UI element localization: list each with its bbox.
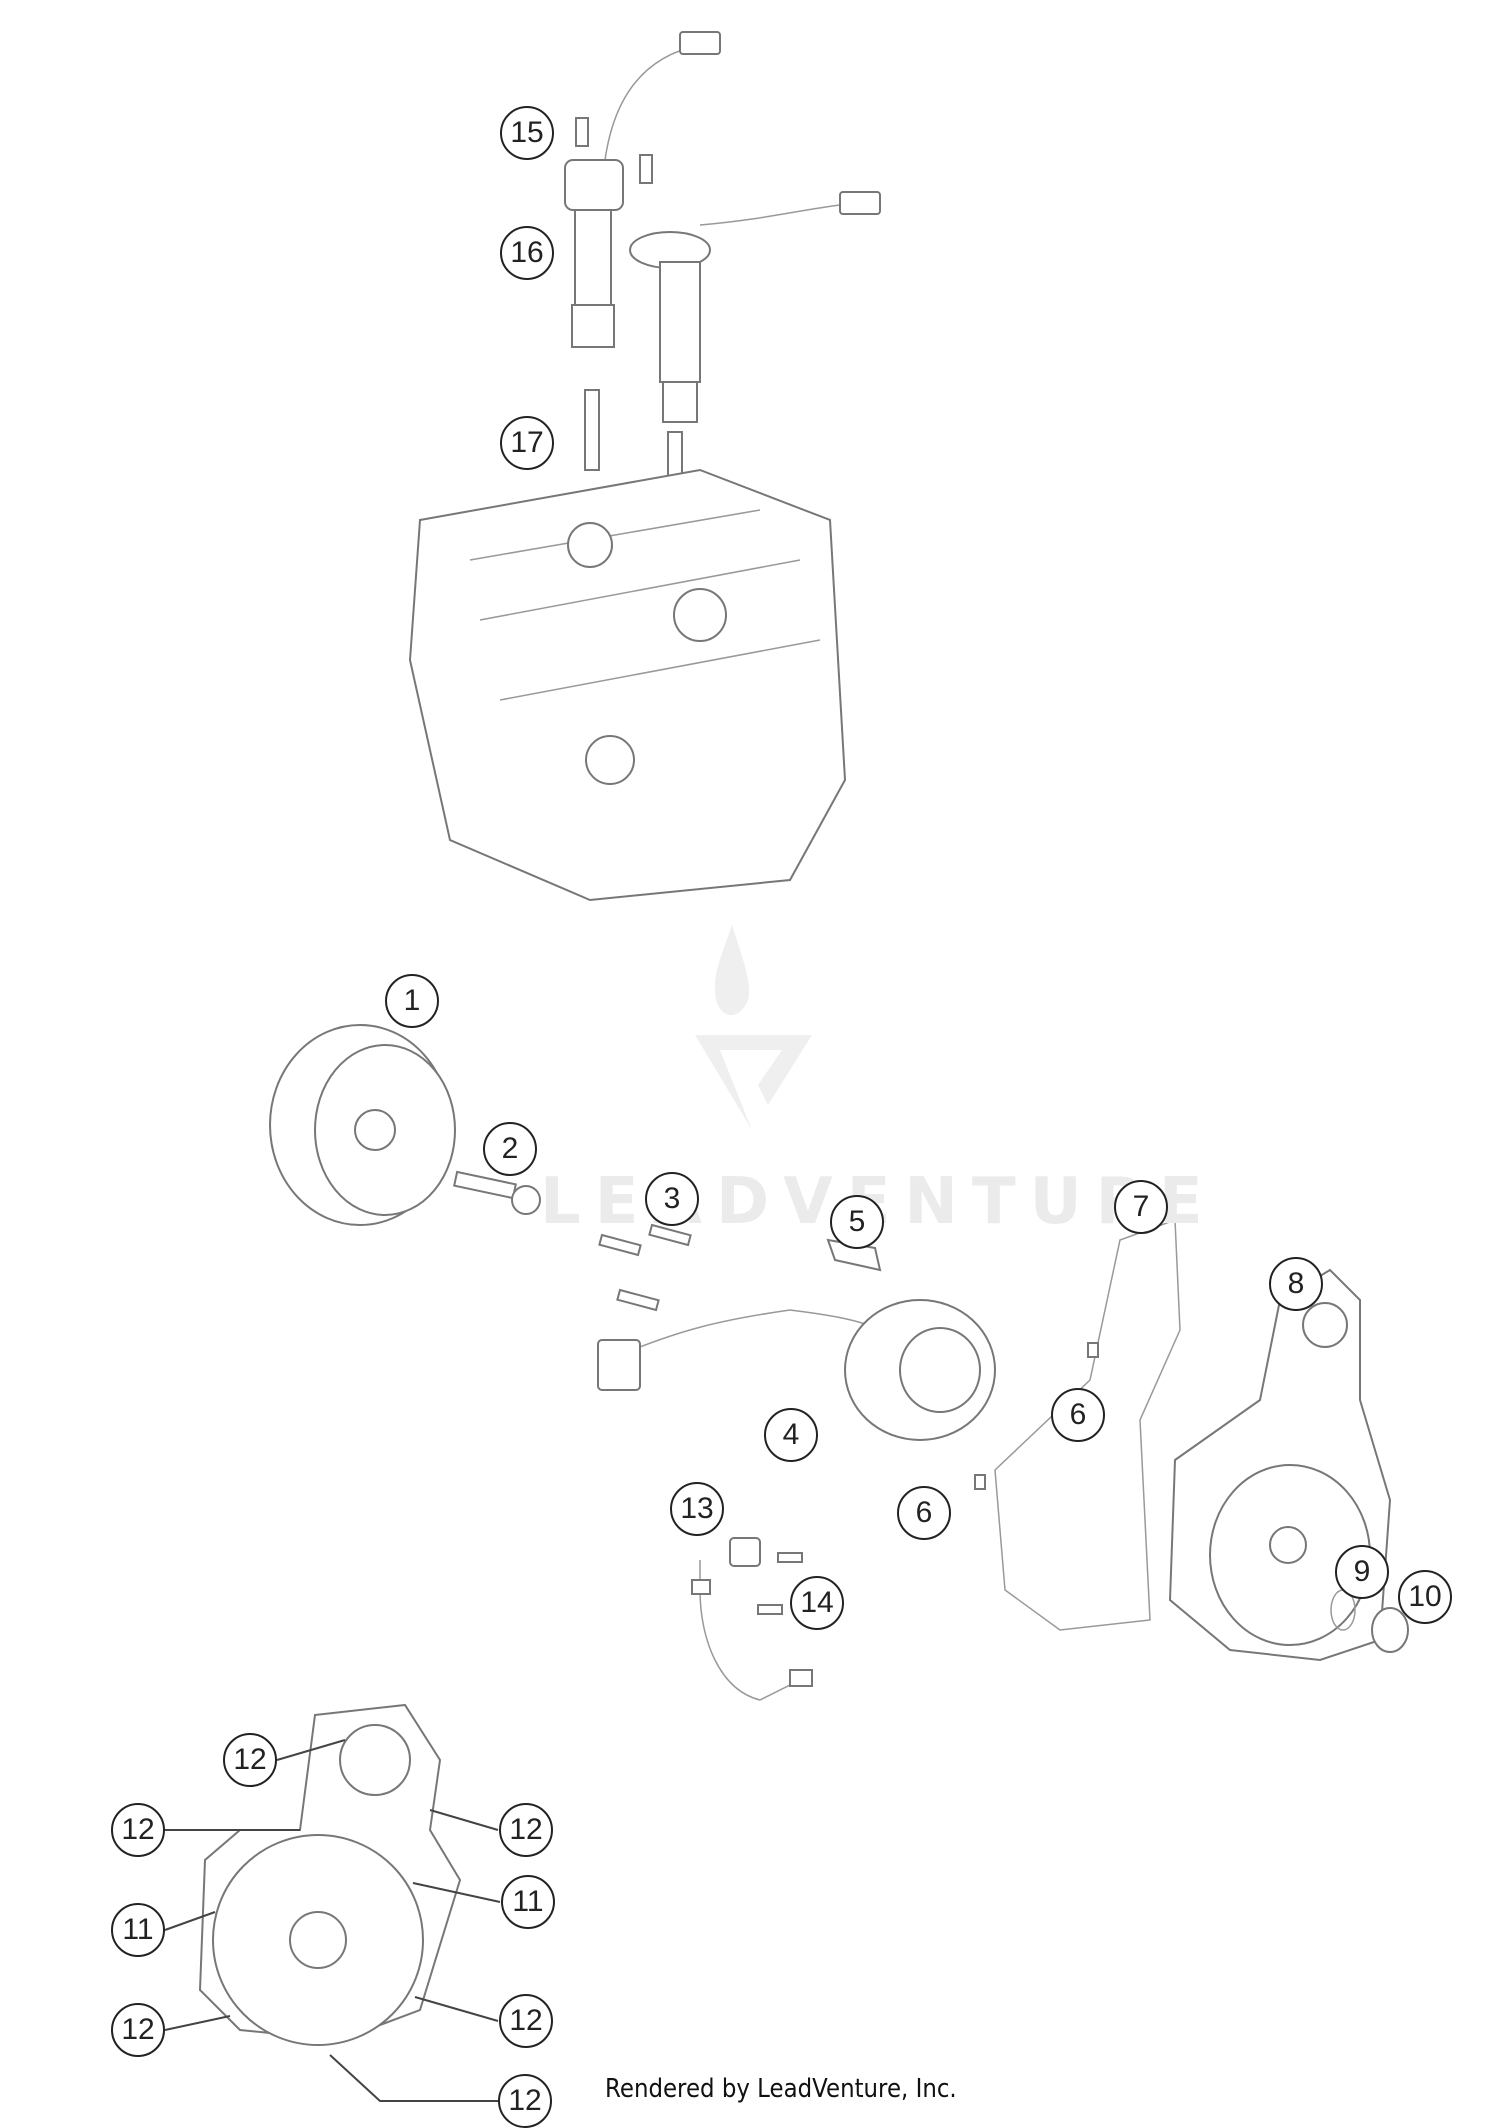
callout-3[interactable]: 3 [645,1172,699,1226]
cylinder-head [408,468,847,902]
render-credit: Rendered by LeadVenture, Inc. [605,2074,957,2104]
callout-16[interactable]: 16 [500,226,554,280]
callout-17[interactable]: 17 [500,416,554,470]
stator-bolts[interactable] [598,1223,692,1312]
callout-12[interactable]: 12 [111,2003,165,2057]
callout-1[interactable]: 1 [385,974,439,1028]
generator-cover[interactable] [1168,1268,1392,1662]
callout-2[interactable]: 2 [483,1122,537,1176]
callout-7[interactable]: 7 [1114,1180,1168,1234]
crank-position-sensor[interactable] [691,1537,813,1701]
callout-12[interactable]: 12 [499,1803,553,1857]
callout-12[interactable]: 12 [111,1803,165,1857]
flywheel-bolt[interactable] [453,1170,541,1215]
callout-11[interactable]: 11 [111,1903,165,1957]
callout-10[interactable]: 10 [1398,1570,1452,1624]
sensor-screws[interactable] [757,1552,803,1615]
callout-8[interactable]: 8 [1269,1257,1323,1311]
callout-5[interactable]: 5 [830,1195,884,1249]
dowel-pin[interactable] [974,1342,1099,1490]
callout-4[interactable]: 4 [764,1408,818,1462]
leader-lines [164,1739,501,2102]
assembled-generator-cover [198,1703,462,2046]
flywheel[interactable] [269,1024,456,1226]
callout-12[interactable]: 12 [223,1733,277,1787]
stator[interactable] [597,1299,996,1441]
callout-9[interactable]: 9 [1335,1545,1389,1599]
callout-6[interactable]: 6 [1051,1388,1105,1442]
callout-6[interactable]: 6 [897,1486,951,1540]
leadventure-logo-icon [695,925,812,1130]
callout-15[interactable]: 15 [500,106,554,160]
coil-bolt[interactable] [575,117,653,184]
callout-14[interactable]: 14 [790,1576,844,1630]
ignition-coil-2[interactable] [629,191,881,423]
callout-13[interactable]: 13 [670,1482,724,1536]
callout-11[interactable]: 11 [501,1875,555,1929]
callout-12[interactable]: 12 [499,1994,553,2048]
generator-gasket[interactable] [994,1218,1181,1631]
callout-12[interactable]: 12 [498,2074,552,2128]
ignition-coil-1[interactable] [564,31,721,348]
screw-plug[interactable] [1371,1607,1409,1653]
